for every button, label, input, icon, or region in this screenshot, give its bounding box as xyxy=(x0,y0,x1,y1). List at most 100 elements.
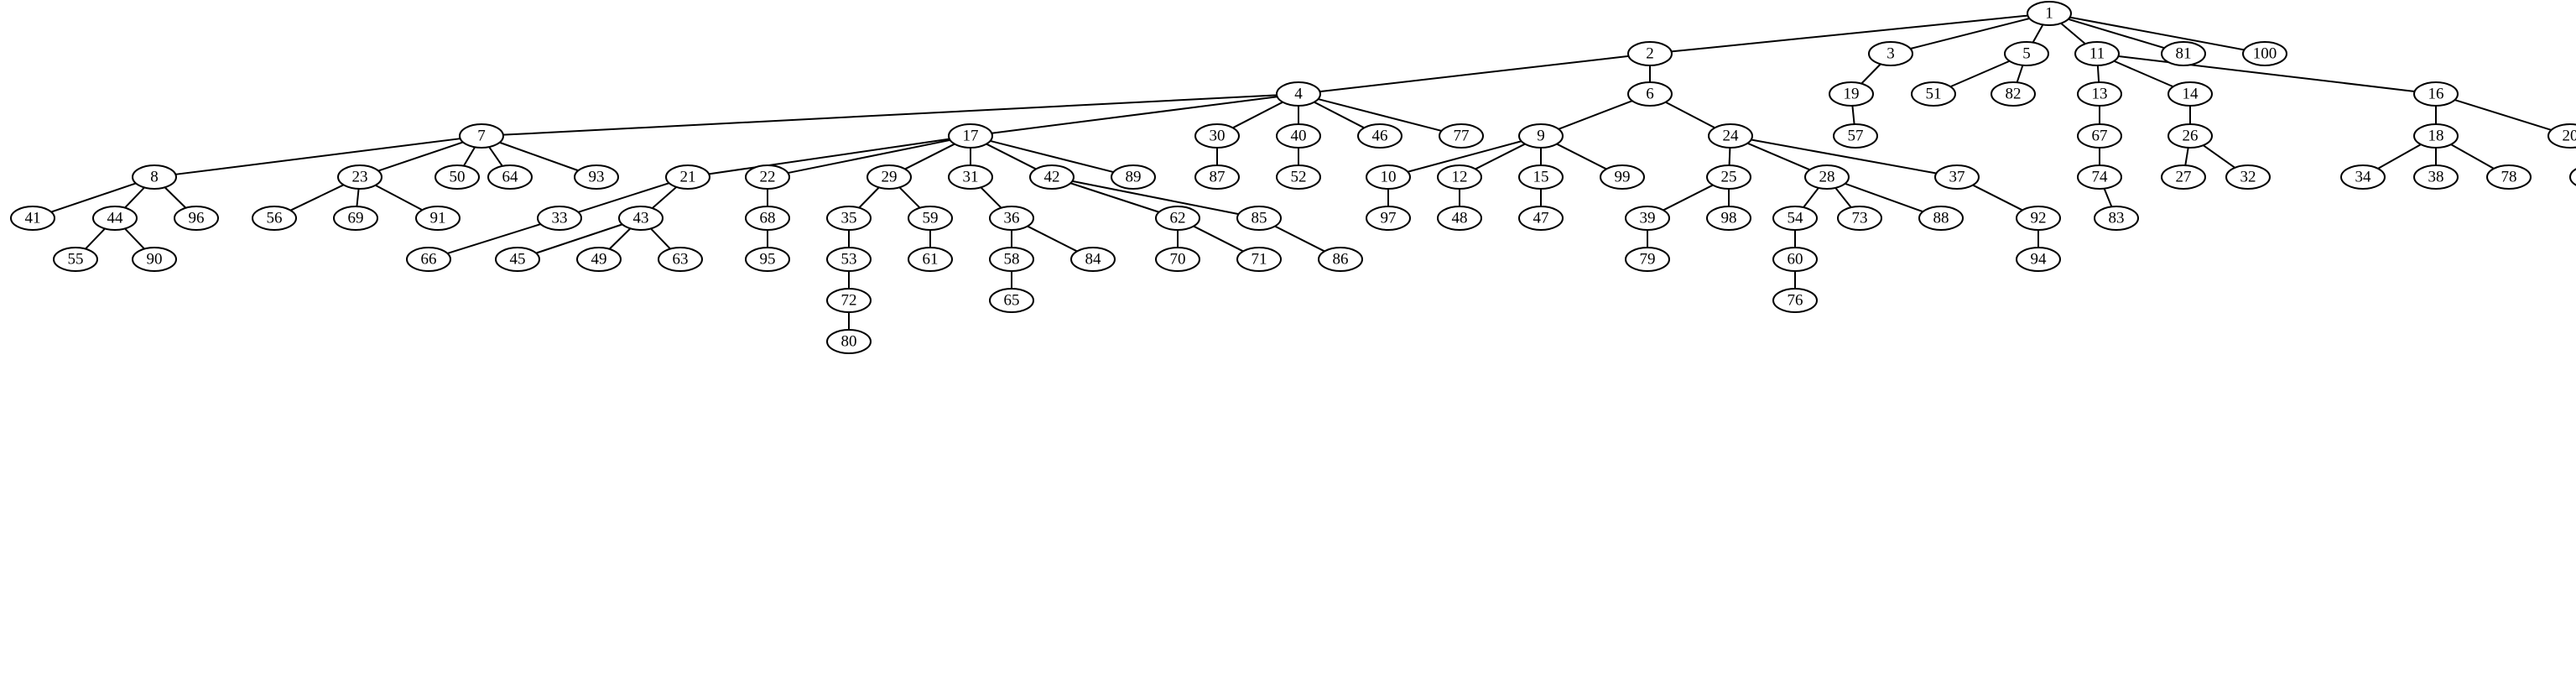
node-label: 52 xyxy=(1291,169,1307,186)
node-ellipse xyxy=(2094,206,2139,231)
node-label: 42 xyxy=(1044,169,1060,186)
node-13: 13 xyxy=(2077,81,2122,107)
node-ellipse xyxy=(2077,164,2122,190)
node-ellipse xyxy=(2016,247,2061,272)
edge-85-86 xyxy=(1274,225,1325,253)
node-label: 78 xyxy=(2501,169,2517,186)
node-ellipse xyxy=(1772,206,1818,231)
node-label: 61 xyxy=(923,251,939,269)
node-43: 43 xyxy=(618,206,664,231)
node-label: 56 xyxy=(267,210,283,227)
edge-43-45 xyxy=(535,223,623,254)
node-ellipse xyxy=(1991,81,2036,107)
node-ellipse xyxy=(948,123,993,149)
node-75: 75 xyxy=(2569,168,2576,186)
node-label: 2 xyxy=(1646,45,1654,63)
node-label: 59 xyxy=(923,210,939,227)
node-ellipse xyxy=(1708,123,1753,149)
node-ellipse xyxy=(908,206,953,231)
edge-23-91 xyxy=(375,184,423,211)
node-ellipse xyxy=(1868,41,1913,66)
node-label: 63 xyxy=(673,251,689,269)
edge-23-56 xyxy=(289,184,345,211)
node-ellipse xyxy=(2547,123,2576,149)
node-label: 17 xyxy=(963,128,979,145)
node-40: 40 xyxy=(1276,123,1321,149)
node-label: 14 xyxy=(2183,86,2199,103)
edge-18-34 xyxy=(2377,143,2422,170)
edge-37-92 xyxy=(1972,184,2023,211)
node-89: 89 xyxy=(1111,164,1156,190)
node-ellipse xyxy=(745,206,790,231)
node-ellipse xyxy=(1439,123,1484,149)
node-label: 28 xyxy=(1819,169,1835,186)
node-label: 50 xyxy=(450,169,466,186)
node-label: 64 xyxy=(502,169,519,186)
node-53: 53 xyxy=(826,247,872,272)
node-ellipse xyxy=(826,206,872,231)
node-ellipse xyxy=(745,247,790,272)
node-ellipse xyxy=(2074,41,2120,66)
node-ellipse xyxy=(1772,288,1818,313)
edge-17-42 xyxy=(986,143,1037,170)
node-76: 76 xyxy=(1772,288,1818,313)
node-label: 31 xyxy=(963,169,979,186)
node-label: 36 xyxy=(1004,210,1020,227)
node-label: 57 xyxy=(1848,128,1864,145)
node-label: 23 xyxy=(352,169,368,186)
node-label: 60 xyxy=(1788,251,1803,269)
node-95: 95 xyxy=(745,247,790,272)
node-label: 62 xyxy=(1170,210,1186,227)
node-78: 78 xyxy=(2486,164,2532,190)
node-94: 94 xyxy=(2016,247,2061,272)
node-ellipse xyxy=(2242,41,2287,66)
node-label: 12 xyxy=(1452,169,1468,186)
node-label: 48 xyxy=(1452,210,1468,227)
node-ellipse xyxy=(252,206,297,231)
node-70: 70 xyxy=(1155,247,1200,272)
node-label: 5 xyxy=(2022,45,2031,63)
node-25: 25 xyxy=(1706,164,1751,190)
edge-1-11 xyxy=(2060,23,2086,44)
node-label: 9 xyxy=(1537,128,1545,145)
node-ellipse xyxy=(1155,247,1200,272)
node-ellipse xyxy=(174,206,219,231)
node-44: 44 xyxy=(92,206,138,231)
node-ellipse xyxy=(333,206,378,231)
node-86: 86 xyxy=(1318,247,1363,272)
node-29: 29 xyxy=(866,164,912,190)
node-97: 97 xyxy=(1366,206,1411,231)
node-label: 90 xyxy=(147,251,163,269)
node-30: 30 xyxy=(1194,123,1240,149)
node-ellipse xyxy=(1706,164,1751,190)
edge-7-50 xyxy=(463,146,476,167)
node-ellipse xyxy=(1837,206,1882,231)
node-label: 10 xyxy=(1381,169,1397,186)
node-label: 3 xyxy=(1886,45,1895,63)
node-label: 49 xyxy=(591,251,607,269)
node-2: 2 xyxy=(1627,41,1673,66)
node-label: 95 xyxy=(760,251,776,269)
edge-33-66 xyxy=(447,223,541,254)
node-ellipse xyxy=(1833,123,1878,149)
node-12: 12 xyxy=(1437,164,1482,190)
node-label: 27 xyxy=(2176,169,2192,186)
node-55: 55 xyxy=(53,247,98,272)
node-65: 65 xyxy=(989,288,1034,313)
node-ellipse xyxy=(2161,41,2206,66)
node-16: 16 xyxy=(2413,81,2459,107)
node-ellipse xyxy=(658,247,703,272)
node-41: 41 xyxy=(10,206,55,231)
node-4: 4 xyxy=(1276,81,1321,107)
node-ellipse xyxy=(2004,41,2049,66)
node-ellipse xyxy=(1194,164,1240,190)
node-label: 54 xyxy=(1788,210,1804,227)
edge-2-4 xyxy=(1319,55,1629,93)
node-31: 31 xyxy=(948,164,993,190)
node-ellipse xyxy=(745,164,790,190)
edge-4-77 xyxy=(1318,98,1442,132)
node-label: 84 xyxy=(1085,251,1102,269)
node-label: 80 xyxy=(841,333,857,351)
node-label: 24 xyxy=(1723,128,1740,145)
node-ellipse xyxy=(2077,123,2122,149)
